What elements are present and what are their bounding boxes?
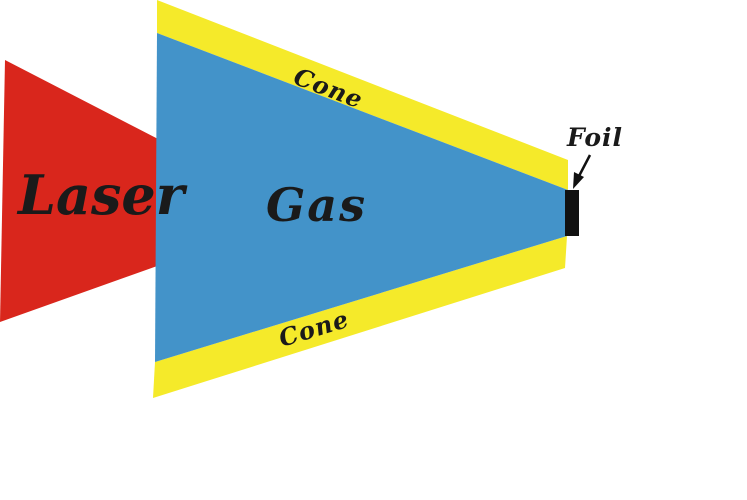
laser-label: Laser	[16, 163, 188, 227]
foil-label: Foil	[566, 123, 623, 152]
laser-shape	[0, 60, 160, 322]
gas-shape	[155, 33, 568, 362]
gas-label: Gas	[266, 178, 367, 232]
foil-target	[565, 190, 579, 236]
foil-arrow-head	[573, 172, 584, 189]
cone-bottom-wall	[153, 236, 567, 398]
cone-top-wall	[157, 0, 568, 190]
foil-arrow-line	[576, 154, 592, 179]
